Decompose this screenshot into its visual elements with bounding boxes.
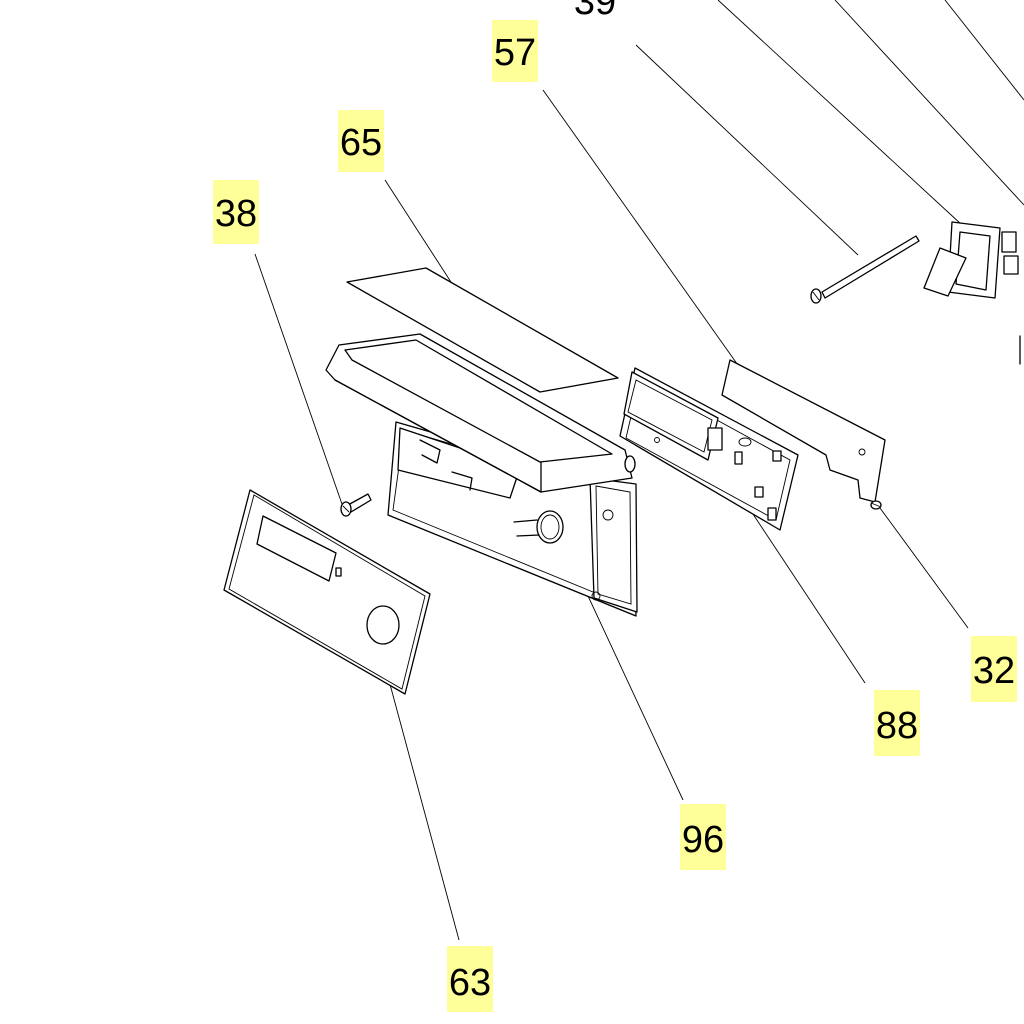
part-32-screw	[870, 500, 882, 510]
callout-96: 96	[680, 804, 726, 870]
callout-highlight	[874, 690, 920, 756]
callout-label: 57	[494, 32, 536, 74]
leader-line-offscreen-3	[944, 0, 1024, 101]
callout-highlight	[680, 804, 726, 870]
part-96-lid	[325, 333, 636, 493]
leader-line-offscreen-1	[717, 0, 963, 226]
callout-63: 63	[447, 946, 493, 1012]
callout-label: 63	[449, 962, 491, 1004]
leader-line-39	[635, 44, 859, 256]
callout-highlight	[492, 20, 538, 82]
callout-88: 88	[874, 690, 920, 756]
part-38-screw	[340, 493, 372, 517]
part-96-housing	[387, 421, 638, 617]
callout-label: 39	[574, 0, 616, 23]
callout-39: 39	[574, 0, 616, 23]
leader-lines	[254, 0, 1024, 941]
callout-label: 65	[340, 122, 382, 164]
callout-65: 65	[338, 110, 384, 172]
callout-label: 32	[973, 650, 1015, 692]
leader-line-63	[383, 661, 460, 941]
callout-57: 57	[492, 20, 538, 82]
part-39-long-screw	[810, 235, 920, 304]
part-57-bracket	[721, 359, 886, 503]
callout-38: 38	[213, 180, 259, 244]
callout-label: 88	[876, 705, 918, 747]
leader-line-38	[254, 253, 344, 508]
callout-highlight	[971, 636, 1017, 702]
leader-line-88	[736, 489, 866, 684]
part-88-circuit-board	[619, 367, 799, 531]
callout-highlight	[447, 946, 493, 1012]
leader-line-32	[879, 507, 969, 629]
part-65-cover-sheet	[346, 267, 619, 393]
part-63-front-panel	[223, 489, 431, 695]
leader-line-offscreen-2	[834, 0, 1024, 206]
callout-label: 38	[215, 193, 257, 235]
leader-line-57	[542, 89, 741, 369]
callout-highlight	[338, 110, 384, 172]
rocker-switch	[923, 221, 1021, 365]
callout-32: 32	[971, 636, 1017, 702]
callout-label: 96	[682, 819, 724, 861]
callout-highlight	[213, 180, 259, 244]
